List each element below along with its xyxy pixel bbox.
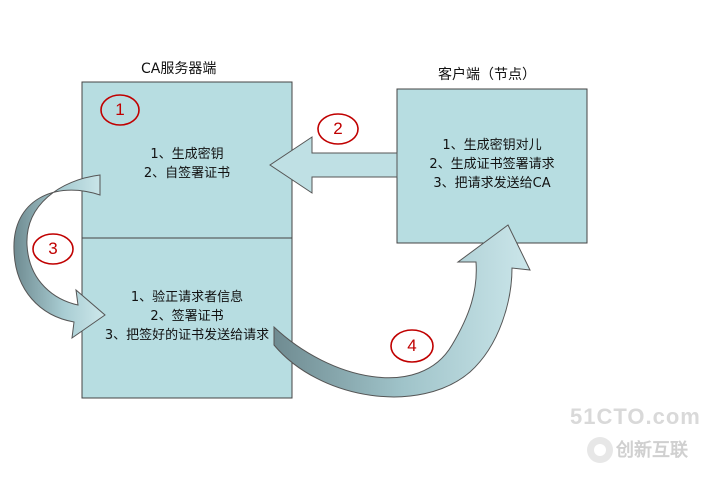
server-bottom-line-1: 1、验正请求者信息 — [130, 290, 244, 305]
step-number-1: 1 — [115, 100, 125, 119]
step-circle-2 — [317, 113, 359, 145]
step-number-3: 3 — [48, 239, 58, 258]
client-line-3: 3、把请求发送给CA — [433, 176, 551, 191]
watermark-site: 51CTO.com — [570, 404, 701, 429]
server-title: CA服务器端 — [141, 61, 217, 77]
server-bottom-box — [81, 237, 293, 399]
watermark-logo-icon — [587, 437, 613, 463]
client-title: 客户端（节点） — [438, 67, 536, 83]
server-top-line-2: 2、自签署证书 — [143, 166, 231, 181]
watermark-brand: 创新互联 — [616, 440, 688, 461]
client-line-1: 1、生成密钥对儿 — [442, 138, 542, 153]
step-number-4: 4 — [407, 336, 417, 355]
client-box — [396, 88, 588, 244]
step-circle-1 — [100, 94, 140, 126]
arrow-cert-to-client — [273, 224, 531, 398]
client-text: 1、生成密钥对儿 2、生成证书签署请求 3、把请求发送给CA — [402, 136, 582, 193]
step-circle-3 — [32, 233, 74, 265]
arrow-request-to-ca — [269, 136, 398, 194]
server-top-box — [81, 81, 293, 239]
server-bottom-line-2: 2、签署证书 — [150, 309, 224, 324]
server-bottom-text: 1、验正请求者信息 2、签署证书 3、把签好的证书发送给请求 — [80, 288, 294, 345]
client-line-2: 2、生成证书签署请求 — [429, 157, 555, 172]
server-top-text: 1、生成密钥 2、自签署证书 — [132, 145, 242, 183]
arrow-server-internal — [13, 174, 106, 340]
server-bottom-line-3: 3、把签好的证书发送给请求 — [104, 328, 270, 343]
step-number-2: 2 — [333, 119, 343, 138]
server-top-line-1: 1、生成密钥 — [150, 147, 224, 162]
step-circle-4 — [390, 329, 434, 363]
